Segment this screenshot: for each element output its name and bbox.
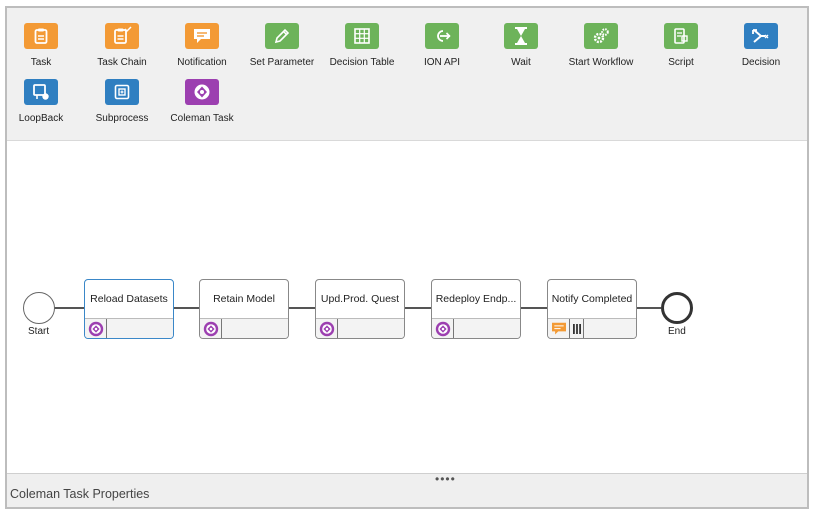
palette-ion-api-label: ION API [423,57,461,68]
workflow-node-reload-datasets[interactable]: Reload Datasets [84,279,174,339]
palette-task-label: Task [30,57,52,68]
hourglass-icon [504,23,538,49]
node-title: Retain Model [213,293,275,305]
end-event-label: End [668,326,686,337]
palette-task-chain[interactable]: Task Chain [82,14,162,68]
palette-decision[interactable]: Decision [721,14,801,68]
palette-coleman-task-label: Coleman Task [170,113,234,124]
palette-wait[interactable]: Wait [481,14,561,68]
palette-set-parameter[interactable]: Set Parameter [242,14,322,68]
palette-script[interactable]: Script [641,14,721,68]
properties-panel: •••• Coleman Task Properties [7,473,807,507]
pencil-icon [265,23,299,49]
palette-loopback-label: LoopBack [18,113,64,124]
workflow-node-redeploy-endpoint[interactable]: Redeploy Endp... [431,279,521,339]
sequence-flow[interactable] [520,307,547,309]
coleman-icon [316,318,338,338]
gears-icon [584,23,618,49]
sequence-flow[interactable] [404,307,431,309]
palette-start-workflow[interactable]: Start Workflow [561,14,641,68]
coleman-icon [185,79,219,105]
palette-wait-label: Wait [511,57,531,68]
workflow-canvas[interactable]: Start Reload Datasets Retain Model Upd.P… [7,142,807,473]
palette-start-workflow-label: Start Workflow [568,57,634,68]
sequence-flow[interactable] [53,307,85,309]
coleman-icon [85,318,107,338]
sequence-flow[interactable] [288,307,315,309]
node-footer [316,318,404,338]
multi-instance-icon [570,318,584,338]
workflow-designer: Task Task Chain Notification Set Paramet… [5,6,809,509]
workflow-node-notify-completed[interactable]: Notify Completed [547,279,637,339]
workflow-node-retain-model[interactable]: Retain Model [199,279,289,339]
clipboard-check-icon [105,23,139,49]
node-footer [432,318,520,338]
palette-subprocess[interactable]: Subprocess [82,70,162,124]
node-title: Notify Completed [551,293,633,305]
subprocess-icon [105,79,139,105]
palette-subprocess-label: Subprocess [95,113,149,124]
node-footer [85,318,173,338]
activity-palette: Task Task Chain Notification Set Paramet… [7,8,807,141]
api-icon [425,23,459,49]
properties-title: Coleman Task Properties [10,487,150,501]
palette-coleman-task[interactable]: Coleman Task [162,70,242,124]
message-icon [185,23,219,49]
loopback-icon [24,79,58,105]
node-title: Reload Datasets [90,293,168,305]
sequence-flow[interactable] [173,307,199,309]
workflow-node-upd-prod-quest[interactable]: Upd.Prod. Quest [315,279,405,339]
palette-set-parameter-label: Set Parameter [249,57,315,68]
script-icon [664,23,698,49]
palette-notification-label: Notification [177,57,227,68]
coleman-icon [432,318,454,338]
start-event-label: Start [28,326,50,337]
grid-icon [345,23,379,49]
clipboard-icon [24,23,58,49]
message-icon [548,318,570,338]
node-title: Upd.Prod. Quest [320,293,400,305]
node-footer [200,318,288,338]
palette-decision-table-label: Decision Table [329,57,395,68]
coleman-icon [200,318,222,338]
palette-script-label: Script [668,57,694,68]
decision-icon [744,23,778,49]
palette-ion-api[interactable]: ION API [402,14,482,68]
start-event[interactable] [23,292,55,324]
palette-decision-table[interactable]: Decision Table [322,14,402,68]
palette-loopback[interactable]: LoopBack [1,70,81,124]
palette-task[interactable]: Task [1,14,81,68]
node-footer [548,318,636,338]
palette-notification[interactable]: Notification [162,14,242,68]
palette-decision-label: Decision [741,57,781,68]
palette-task-chain-label: Task Chain [97,57,147,68]
resize-grip[interactable]: •••• [435,472,456,486]
end-event[interactable] [661,292,693,324]
sequence-flow[interactable] [635,307,661,309]
node-title: Redeploy Endp... [435,293,517,305]
